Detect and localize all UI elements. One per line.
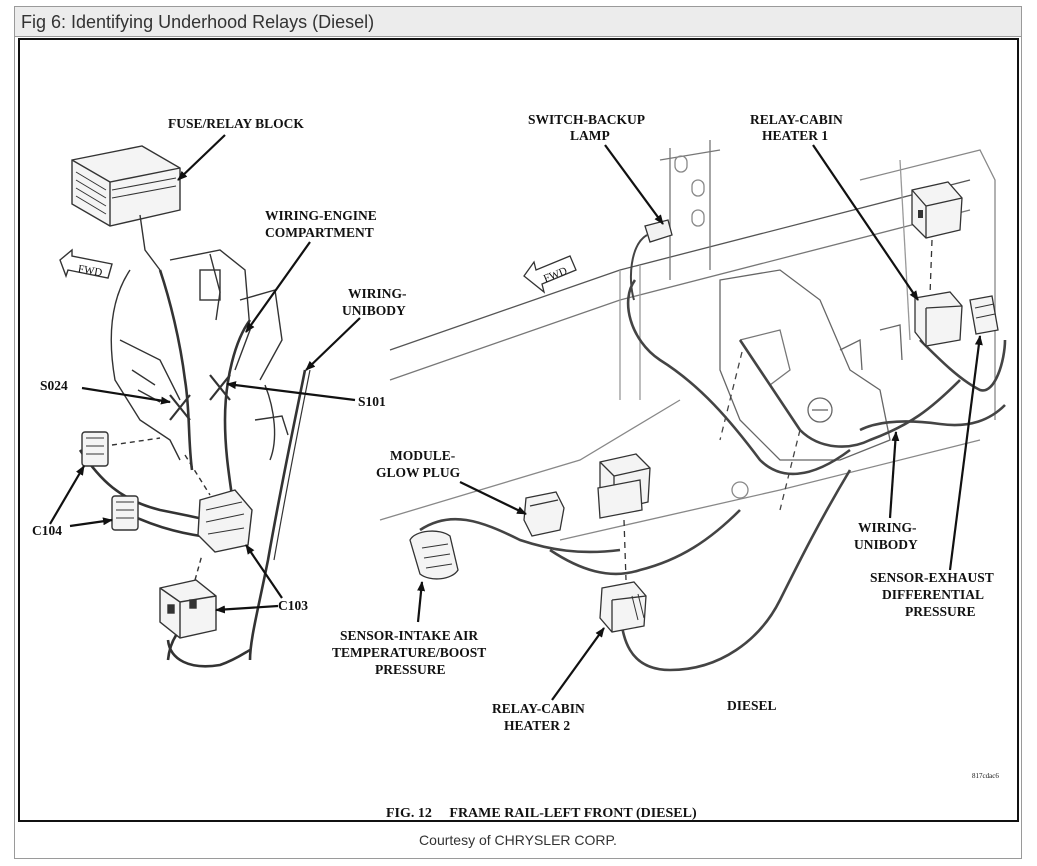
wiring-diagram: FWD FWD xyxy=(32,112,1007,820)
figure-title: Fig 6: Identifying Underhood Relays (Die… xyxy=(21,12,375,32)
label-relay-heater1-1: RELAY-CABIN xyxy=(750,112,843,127)
title-bar: Fig 6: Identifying Underhood Relays (Die… xyxy=(15,7,1021,37)
diagram-code: 817cdac6 xyxy=(972,772,999,780)
fwd-arrow-left xyxy=(59,248,113,279)
label-switch-backup-1: SWITCH-BACKUP xyxy=(528,112,645,127)
label-module-glow-1: MODULE- xyxy=(390,448,455,463)
label-sensor-exhaust-3: PRESSURE xyxy=(905,604,976,619)
label-module-glow-2: GLOW PLUG xyxy=(376,465,461,480)
label-c104: C104 xyxy=(32,523,62,538)
label-relay-heater1-2: HEATER 1 xyxy=(762,128,828,143)
label-sensor-exhaust-1: SENSOR-EXHAUST xyxy=(870,570,994,585)
credit-caption: Courtesy of CHRYSLER CORP. xyxy=(419,832,617,848)
label-fuse-relay-block: FUSE/RELAY BLOCK xyxy=(168,116,304,131)
label-wiring-engine-2: COMPARTMENT xyxy=(265,225,374,240)
label-sensor-intake-3: PRESSURE xyxy=(375,662,446,677)
label-switch-backup-2: LAMP xyxy=(570,128,610,143)
label-wiring-engine-1: WIRING-ENGINE xyxy=(265,208,377,223)
label-relay-heater2-2: HEATER 2 xyxy=(504,718,570,733)
label-s101: S101 xyxy=(358,394,386,409)
label-sensor-intake-1: SENSOR-INTAKE AIR xyxy=(340,628,478,643)
label-wiring-unibody-left-2: UNIBODY xyxy=(342,303,406,318)
figure-panel: Fig 6: Identifying Underhood Relays (Die… xyxy=(14,6,1022,859)
fuse-relay-block-drawing xyxy=(71,145,181,271)
label-sensor-intake-2: TEMPERATURE/BOOST xyxy=(332,645,486,660)
label-wiring-unibody-right-2: UNIBODY xyxy=(854,537,918,552)
callout-labels: FUSE/RELAY BLOCK WIRING-ENGINE COMPARTME… xyxy=(32,112,999,820)
fwd-arrow-right xyxy=(523,255,577,294)
diagram-frame: FWD FWD xyxy=(18,38,1019,822)
label-relay-heater2-1: RELAY-CABIN xyxy=(492,701,585,716)
left-engine-compartment-drawing xyxy=(59,145,311,668)
fwd-text-left: FWD xyxy=(77,263,103,279)
label-wiring-unibody-right-1: WIRING- xyxy=(858,520,917,535)
leader-lines xyxy=(49,134,983,701)
label-c103: C103 xyxy=(278,598,308,613)
label-sensor-exhaust-2: DIFFERENTIAL xyxy=(882,587,984,602)
label-s024: S024 xyxy=(40,378,68,393)
right-frame-rail-drawing xyxy=(379,140,1007,672)
figure-caption: FIG. 12 FRAME RAIL-LEFT FRONT (DIESEL) xyxy=(386,806,697,820)
label-diesel: DIESEL xyxy=(727,698,777,713)
label-wiring-unibody-left-1: WIRING- xyxy=(348,286,407,301)
